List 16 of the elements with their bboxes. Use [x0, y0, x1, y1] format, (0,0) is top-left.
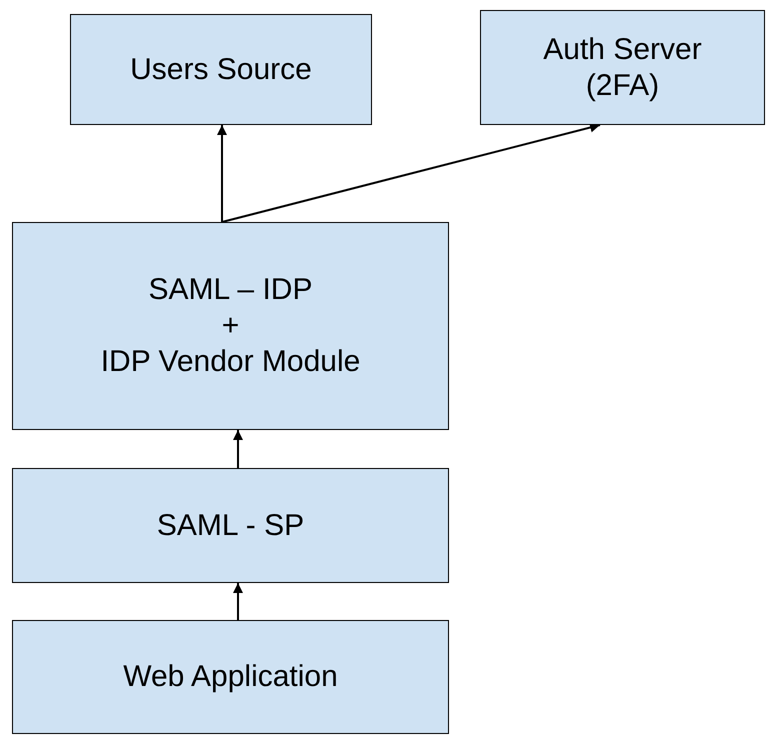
node-label: Users Source	[130, 52, 312, 88]
arrow	[222, 122, 600, 223]
node-label: SAML – IDP	[148, 272, 312, 308]
arrow	[233, 430, 243, 468]
node-label: Web Application	[123, 659, 338, 695]
arrow	[217, 125, 227, 222]
node-label: Auth Server (2FA)	[542, 32, 703, 104]
process-box	[70, 14, 372, 125]
node-label: +	[222, 308, 240, 344]
node-label: SAML - SP	[156, 508, 304, 544]
process-box	[12, 468, 449, 583]
node-label: IDP Vendor Module	[100, 344, 360, 380]
process-box	[480, 10, 765, 125]
process-box	[12, 620, 449, 734]
arrow	[233, 583, 243, 620]
process-box	[12, 222, 449, 430]
